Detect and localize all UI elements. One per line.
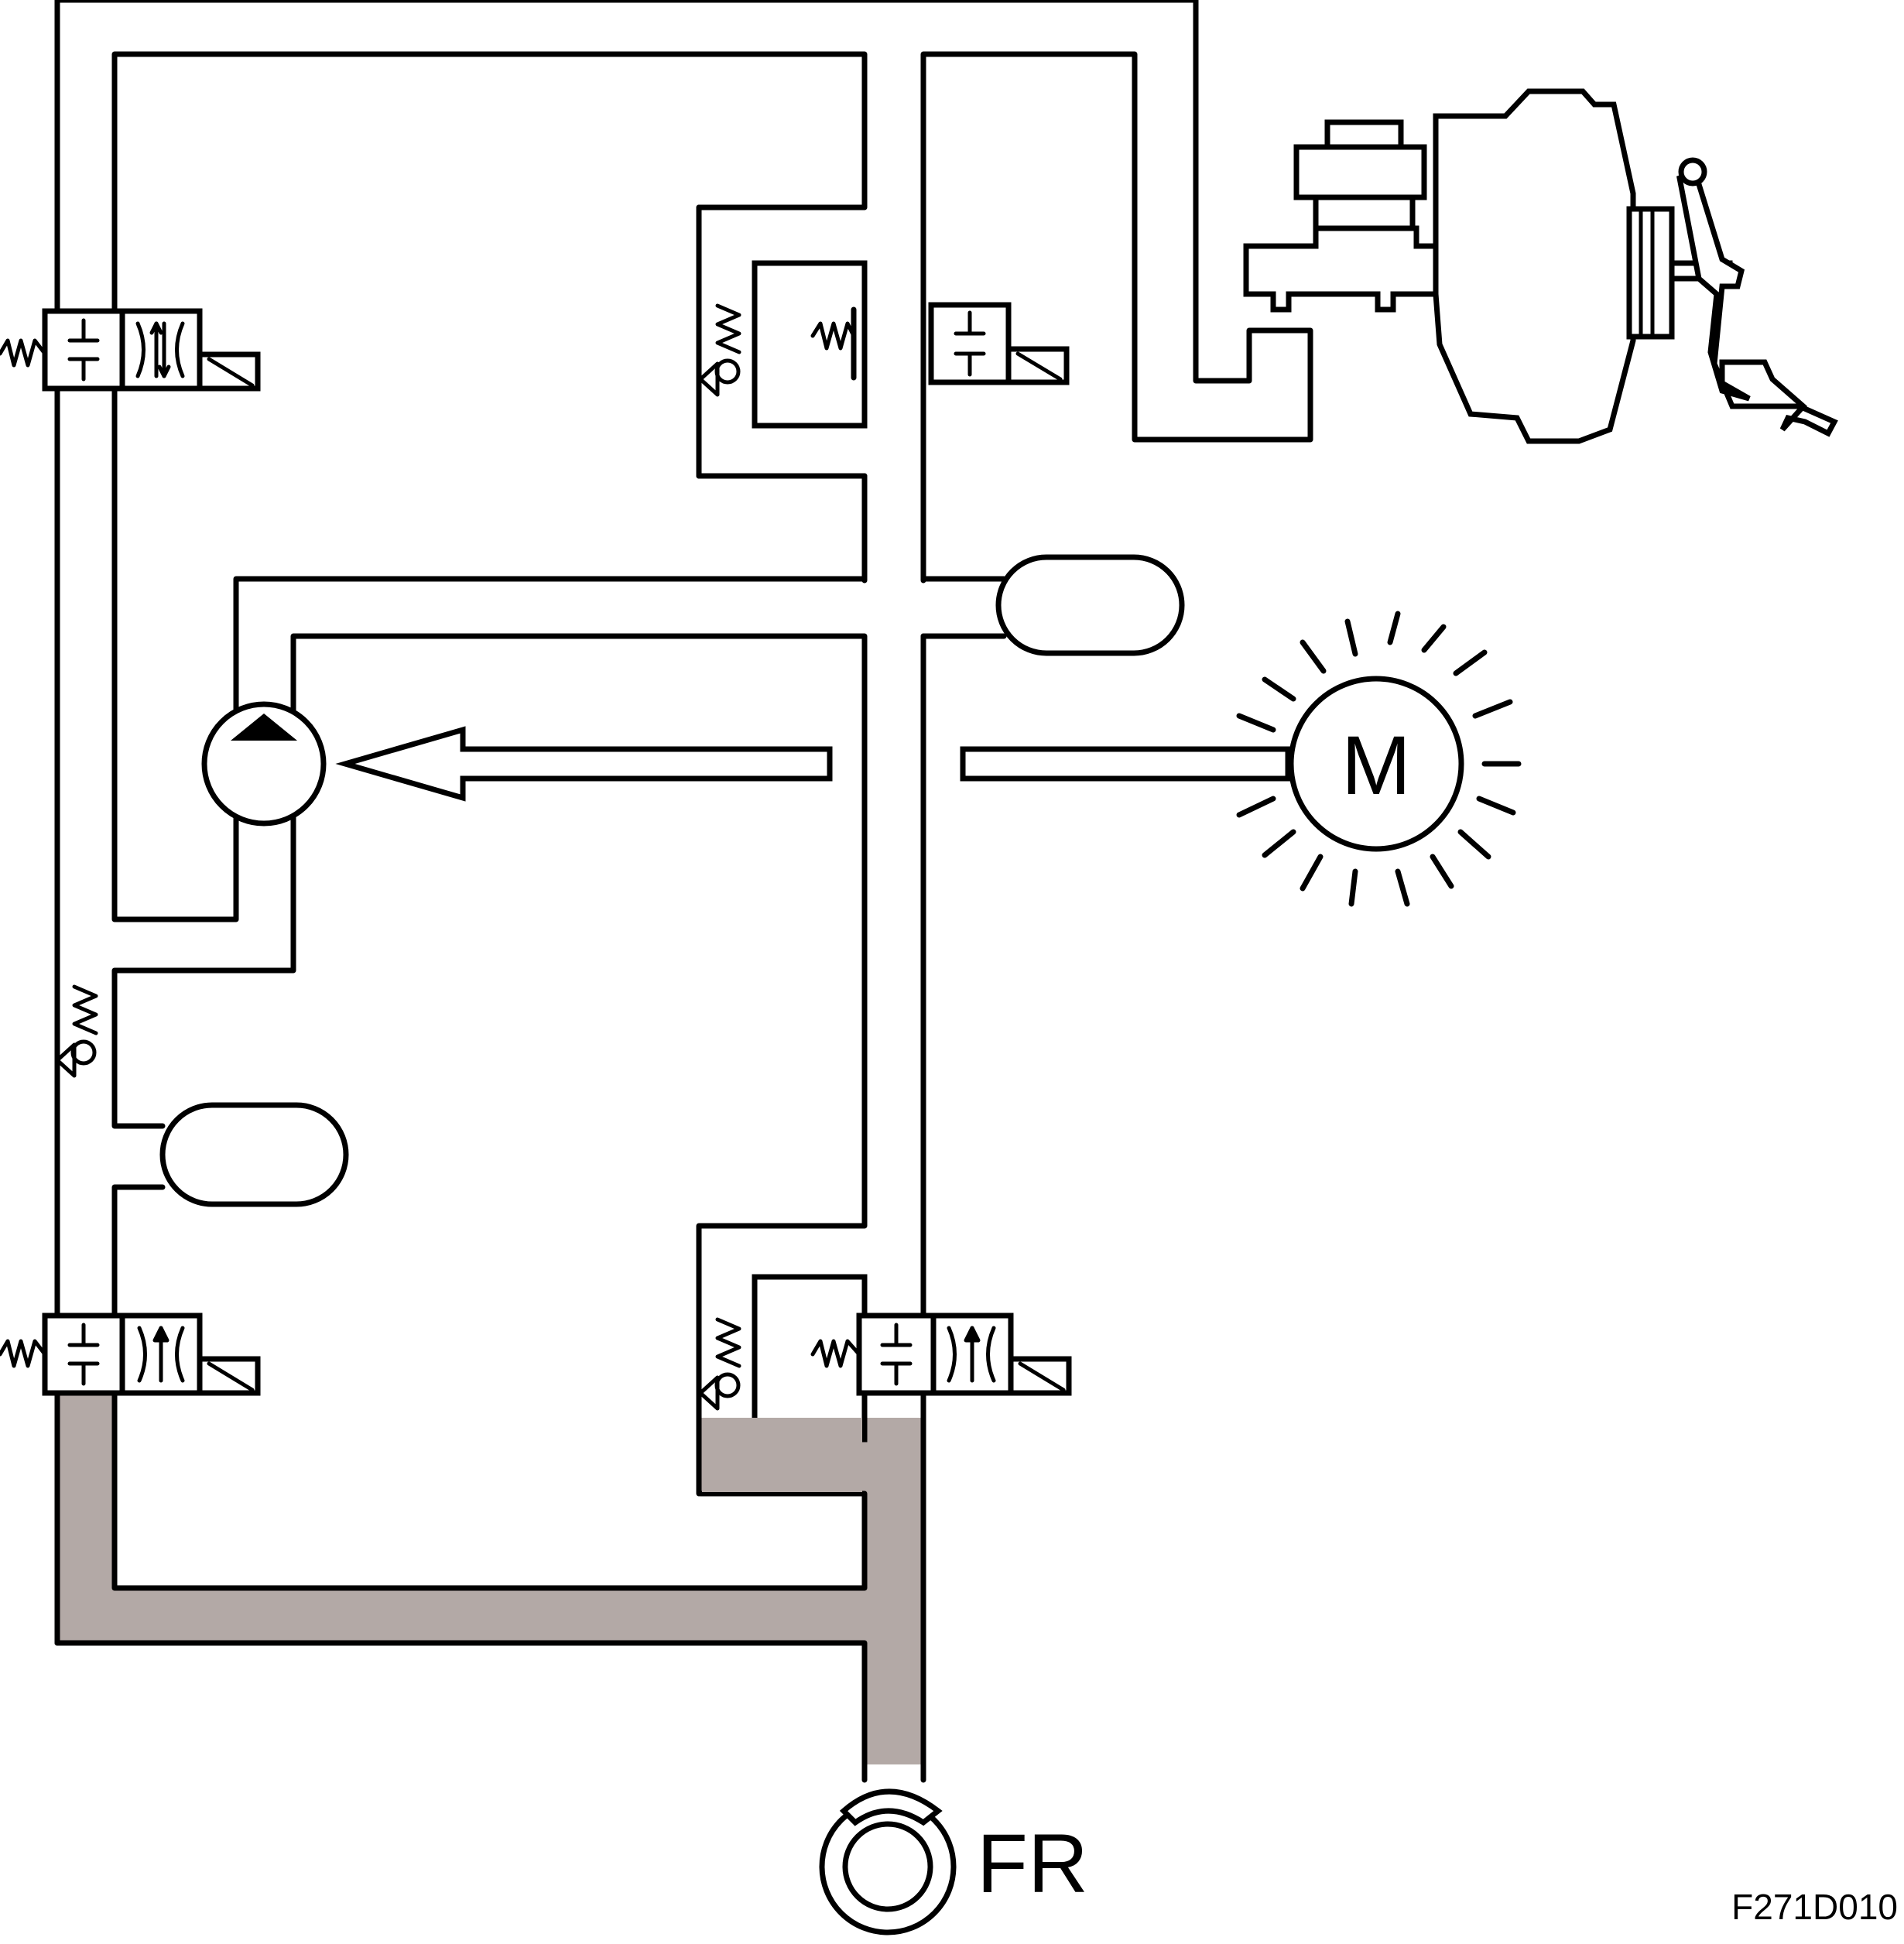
reservoir-icon xyxy=(159,1102,349,1207)
pipe-left-lower-inner xyxy=(111,1390,868,1591)
brake-pedal xyxy=(1676,157,1838,437)
figure-id: F271D010 xyxy=(1731,1887,1898,1927)
check-valve-block-lower xyxy=(698,1274,868,1492)
solenoid-valve-upper-right xyxy=(928,302,1070,385)
valve-spring xyxy=(0,1339,47,1368)
pipe-accumulator-low-outlet xyxy=(111,1184,166,1319)
valve-closed-symbol xyxy=(67,1323,100,1386)
pipe-outer-loop xyxy=(54,0,1313,584)
check-valve-mid-left xyxy=(55,984,98,1078)
solenoid-valve-lower-left xyxy=(0,1313,261,1396)
check-valve-icon xyxy=(698,303,741,397)
fluid-reservoir xyxy=(1293,144,1427,200)
motor-label: M xyxy=(1341,718,1411,812)
valve-closed-symbol xyxy=(954,310,986,377)
valve-closed-symbol xyxy=(67,318,100,382)
valve-position-open xyxy=(119,308,203,392)
pipe-left-inner-upper xyxy=(111,384,868,922)
reservoir-icon xyxy=(995,554,1185,656)
pump-direction-triangle xyxy=(231,714,297,741)
reservoir-lower xyxy=(159,1102,349,1207)
reservoir-neck xyxy=(1313,194,1416,231)
wheel-label: FR xyxy=(977,1816,1088,1910)
motor: M xyxy=(960,611,1522,907)
pump-icon xyxy=(201,701,327,827)
motor-shaft xyxy=(960,746,1291,782)
arrow-left-icon xyxy=(335,726,833,802)
pump xyxy=(201,701,327,827)
pipe-pump-outlet xyxy=(111,809,296,1129)
pipe-pump-inlet xyxy=(290,633,868,1497)
motor-running-rays xyxy=(1236,611,1522,907)
valve-body xyxy=(752,1274,868,1443)
solenoid-valve-lower-right xyxy=(810,1313,1072,1396)
valve-flow-up-symbol xyxy=(947,1326,996,1383)
valve-spring xyxy=(810,1339,861,1368)
pipe-network xyxy=(54,0,1313,1783)
reservoir-upper xyxy=(995,554,1185,656)
valve-bidirectional-symbol xyxy=(135,321,185,378)
motor-icon xyxy=(1288,676,1464,852)
valve-body xyxy=(752,260,868,429)
check-valve-block-upper xyxy=(698,260,868,429)
solenoid-valve-upper-left xyxy=(0,308,261,392)
valve-flow-up-symbol xyxy=(137,1326,185,1383)
valve-spring xyxy=(0,338,47,368)
pushrod-boot xyxy=(1626,206,1675,340)
brake-pedal-icon xyxy=(1676,168,1838,437)
pipe-right-upper xyxy=(920,376,1007,582)
pipe-inner-left xyxy=(111,51,868,584)
pipe-bottom xyxy=(54,1640,868,1783)
check-valve-icon xyxy=(698,1317,741,1411)
pump-drive-arrow xyxy=(335,726,833,802)
brake-booster-icon xyxy=(1433,88,1636,444)
valve-spring xyxy=(810,321,856,351)
wheel-cylinder-fr: FR xyxy=(819,1788,1088,1935)
master-cylinder-icon xyxy=(1243,225,1443,313)
master-cylinder-booster xyxy=(1243,88,1733,444)
valve-closed-symbol xyxy=(880,1323,913,1386)
